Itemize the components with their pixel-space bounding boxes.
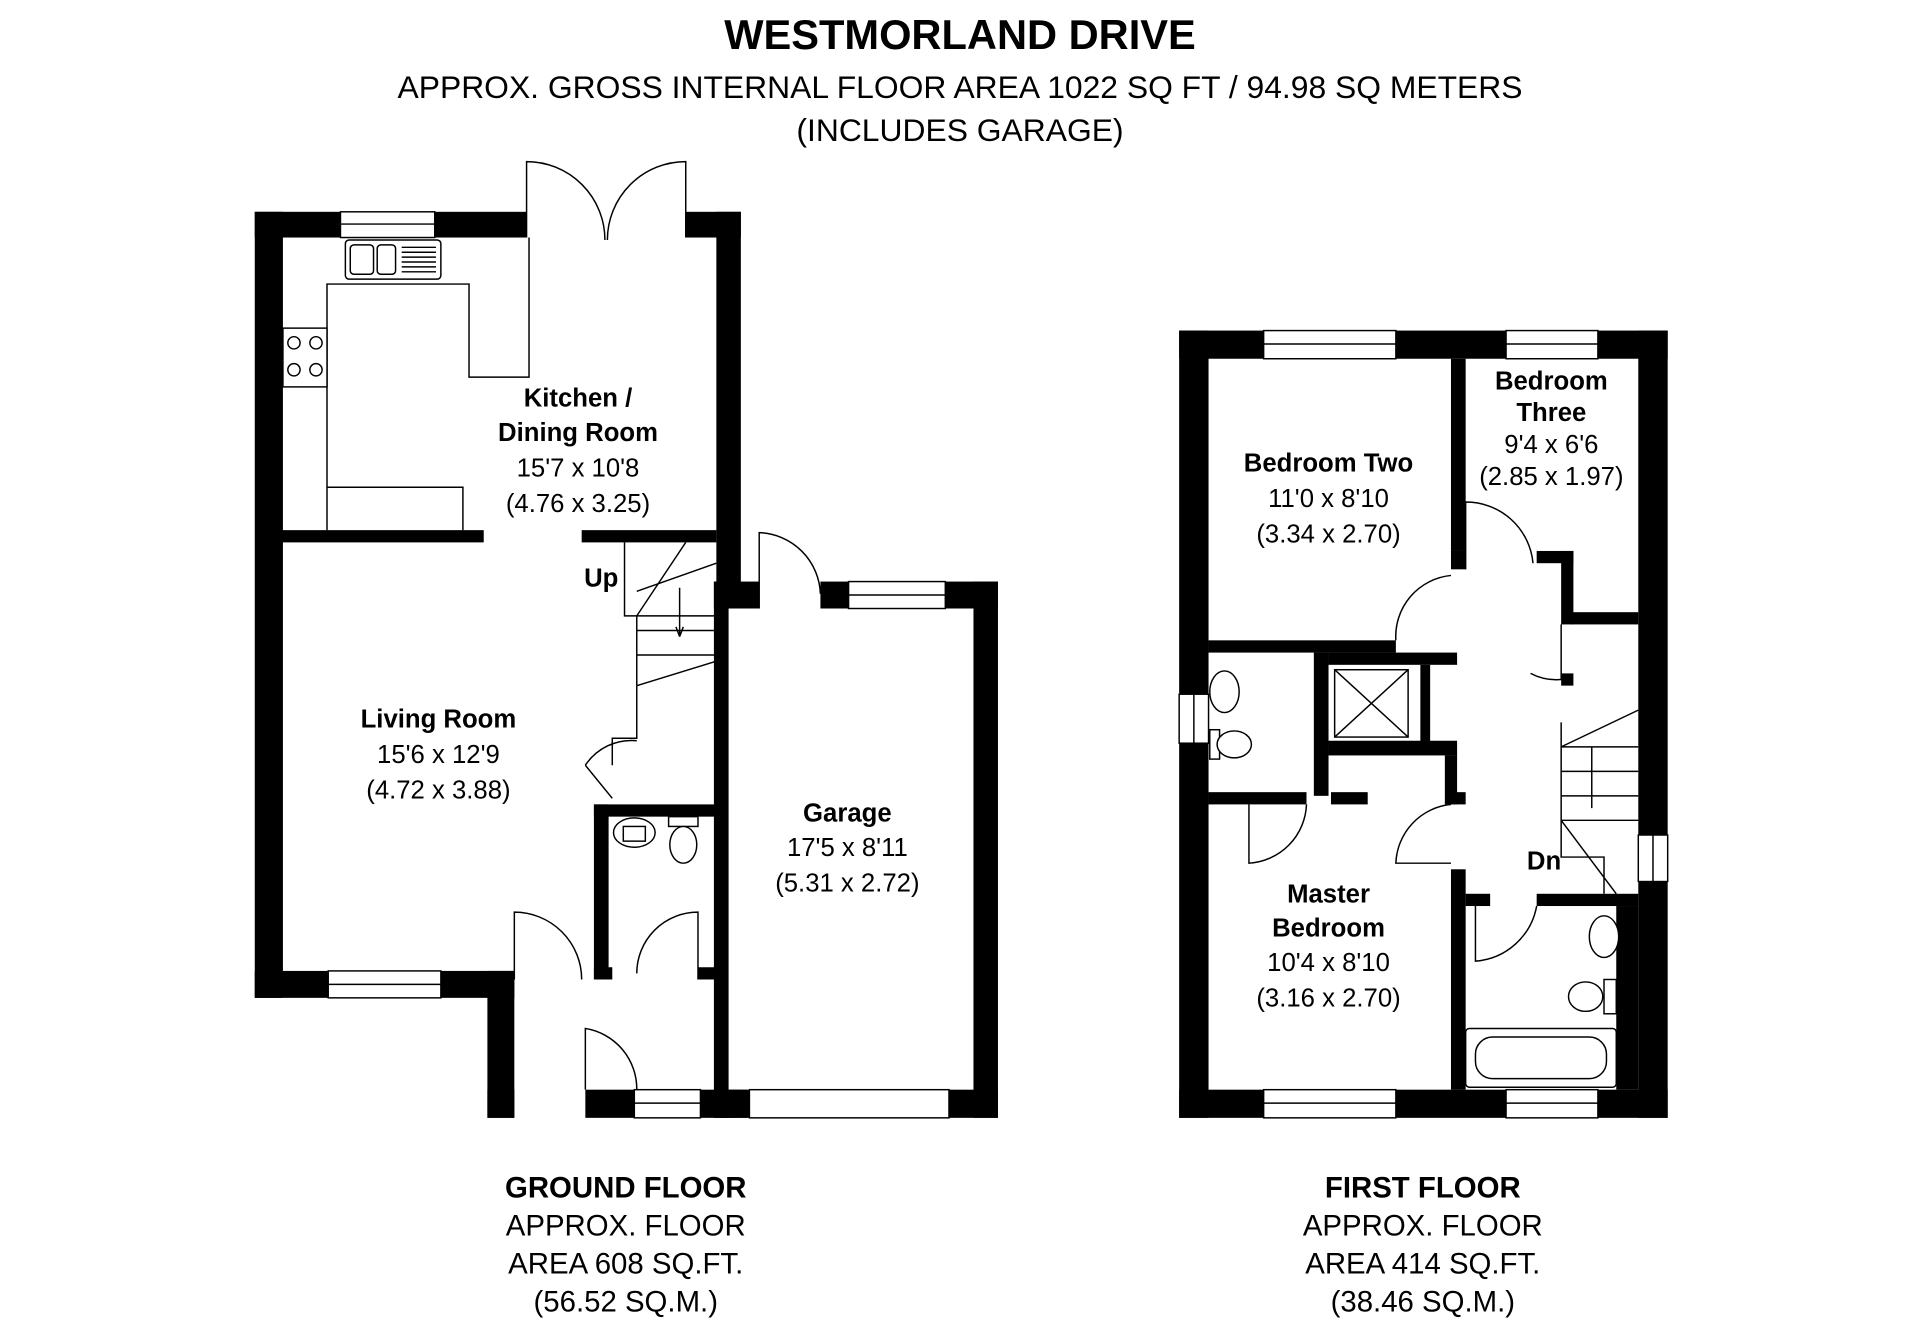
stairs (623, 541, 717, 687)
wall (713, 581, 729, 1118)
room-dimensions-imperial: 9'4 x 6'6 (1504, 431, 1598, 459)
room-name: Living Room (361, 705, 517, 733)
wall (1208, 640, 1396, 653)
door (1464, 501, 1534, 570)
door (584, 739, 637, 799)
room-name: Garage (803, 800, 892, 828)
room-name: Dining Room (498, 419, 658, 447)
room-name: Bedroom (1495, 367, 1608, 395)
floor-caption-line: APPROX. FLOOR (506, 1209, 746, 1242)
floor-caption-title: GROUND FLOOR (505, 1171, 747, 1204)
wall (1450, 358, 1466, 551)
toilet (667, 815, 699, 828)
floor-caption-line: (38.46 SQ.M.) (1331, 1285, 1515, 1318)
basin (1588, 915, 1620, 959)
door (1395, 574, 1452, 641)
stairs (1560, 709, 1639, 895)
stairs-label: Up (584, 564, 618, 592)
room-dimensions-imperial: 10'4 x 8'10 (1267, 949, 1390, 977)
room-dimensions-metric: (5.31 x 2.72) (775, 869, 919, 897)
wall (716, 211, 741, 609)
plan-note: (INCLUDES GARAGE) (796, 112, 1123, 148)
door (758, 531, 822, 609)
floor-caption-line: AREA 414 SQ.FT. (1305, 1247, 1540, 1280)
room-dimensions-metric: (3.16 x 2.70) (1256, 984, 1400, 1012)
wall (1638, 330, 1668, 1118)
wall (1313, 652, 1329, 796)
plan-title: WESTMORLAND DRIVE (724, 11, 1196, 58)
french-door (525, 160, 687, 240)
wall (1561, 550, 1574, 625)
wall (581, 530, 717, 543)
room-name: Master (1287, 880, 1370, 908)
kitchen-units (326, 237, 530, 531)
door (636, 911, 699, 980)
wall (1450, 869, 1466, 1090)
door (1395, 803, 1452, 864)
door (584, 1027, 638, 1090)
floor-caption-line: AREA 608 SQ.FT. (508, 1247, 743, 1280)
door (1248, 804, 1308, 864)
wall (1536, 893, 1639, 907)
room-name: Bedroom (1272, 915, 1385, 943)
room-dimensions-imperial: 11'0 x 8'10 (1268, 485, 1389, 513)
floor-caption-line: APPROX. FLOOR (1303, 1209, 1543, 1242)
wall (973, 581, 998, 1118)
room-dimensions-metric: (4.76 x 3.25) (506, 490, 650, 518)
floor-caption-line: (56.52 SQ.M.) (534, 1285, 718, 1318)
wall (1208, 792, 1307, 805)
wall (281, 530, 484, 543)
room-dimensions-metric: (3.34 x 2.70) (1256, 520, 1400, 548)
plan-subtitle: APPROX. GROSS INTERNAL FLOOR AREA 1022 S… (398, 69, 1523, 105)
stairs-label: Dn (1527, 847, 1561, 875)
toilet (1603, 978, 1617, 1015)
first-floor-plan: Bedroom Two 11'0 x 8'10 (3.34 x 2.70) Be… (1178, 329, 1669, 1119)
hob (282, 327, 328, 388)
room-name: Three (1516, 399, 1586, 427)
room-dimensions-imperial: 15'7 x 10'8 (517, 454, 640, 482)
room-dimensions-metric: (4.72 x 3.88) (366, 776, 510, 804)
garage-door (748, 1088, 950, 1119)
door (513, 911, 583, 980)
room-dimensions-metric: (2.85 x 1.97) (1479, 463, 1623, 491)
wall (593, 804, 609, 980)
room-name: Bedroom Two (1244, 449, 1413, 477)
room-dimensions-imperial: 15'6 x 12'9 (377, 741, 500, 769)
basin (1209, 670, 1240, 714)
floor-caption-title: FIRST FLOOR (1325, 1171, 1521, 1204)
room-name: Kitchen / (524, 384, 633, 412)
ground-floor-plan: Kitchen / Dining Room 15'7 x 10'8 (4.76 … (254, 160, 998, 1119)
door (1530, 624, 1562, 681)
wall (254, 211, 283, 998)
door (1474, 905, 1538, 962)
room-dimensions-imperial: 17'5 x 8'11 (787, 834, 908, 862)
